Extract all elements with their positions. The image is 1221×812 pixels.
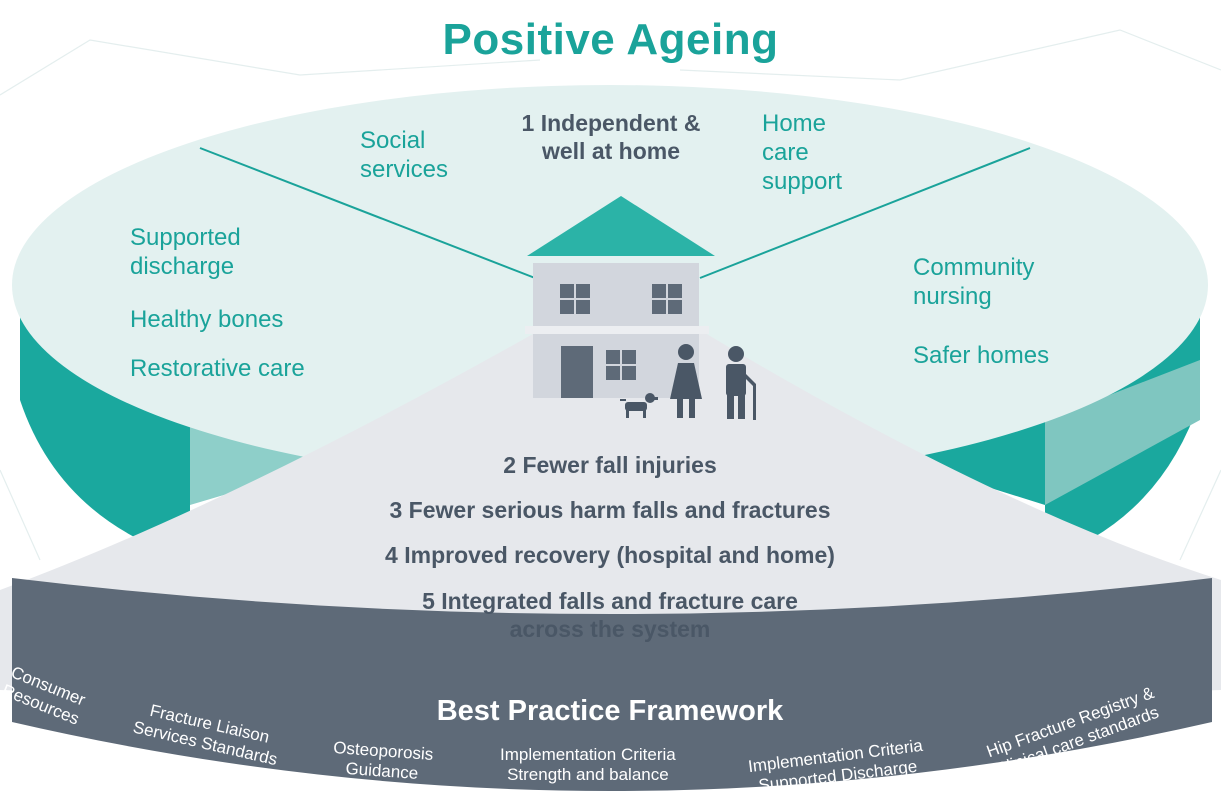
page-title: Positive Ageing [442,15,779,64]
woman-icon [670,344,702,418]
divider-line-left [199,147,536,279]
framework-item-strength-balance: Implementation Criteria Strength and bal… [500,745,676,786]
divider-line-right [699,147,1031,279]
restorative-care-label: Restorative care [130,355,305,382]
goal-5: 5 Integrated falls and fracture care acr… [210,588,1010,643]
goal-5-line-1: 5 Integrated falls and fracture care [422,588,798,614]
strength-balance-line-2: Strength and balance [507,765,669,785]
house-icon [525,196,715,398]
framework-item-osteoporosis: Osteoporosis Guidance [331,738,434,786]
goal-5-line-2: across the system [509,615,711,642]
home-care-support-line-3: support [762,167,843,195]
dog-icon [620,393,658,418]
goal-2: 2 Fewer fall injuries [503,452,717,478]
home-care-support-line-1: Home [762,110,827,137]
goal-1-line-2: well at home [541,137,681,164]
framework-band [12,578,1212,791]
goal-4: 4 Improved recovery (hospital and home) [385,542,835,568]
supported-discharge-label: Supported discharge [130,224,241,282]
social-services-line-1: Social [360,127,426,154]
goal-independent-at-home: 1 Independent & well at home [491,110,731,165]
healthy-bones-label: Healthy bones [130,306,284,333]
supported-discharge-line-2: discharge [130,252,235,280]
community-nursing-label: Community nursing [913,254,1034,312]
background-network-lines [0,29,1221,561]
home-care-support-label: Home care support [762,110,842,196]
social-services-line-2: services [360,155,449,183]
home-care-support-line-2: care [762,138,809,166]
disc-side-right-light [1045,360,1200,505]
supported-discharge-line-1: Supported [130,224,241,251]
community-nursing-line-2: nursing [913,282,992,310]
elderly-man-with-cane-icon [726,346,756,420]
community-nursing-line-1: Community [913,254,1035,281]
safer-homes-label: Safer homes [913,342,1050,369]
framework-title: Best Practice Framework [436,695,784,727]
social-services-label: Social services [360,127,448,185]
goal-3: 3 Fewer serious harm falls and fractures [389,497,831,523]
goal-1-line-1: 1 Independent & [521,110,701,136]
strength-balance-line-1: Implementation Criteria [500,745,676,764]
